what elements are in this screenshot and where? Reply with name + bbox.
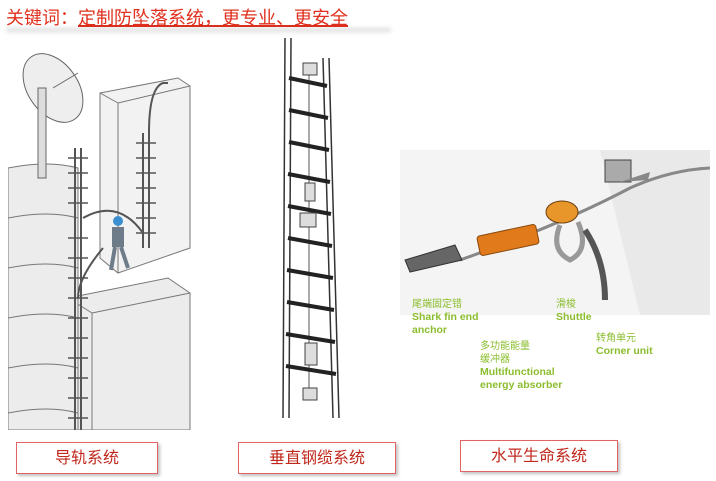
callout-end-anchor: 尾端固定错 Shark fin end anchor xyxy=(412,299,479,336)
rail-system-drawing xyxy=(7,53,191,431)
header-shadow xyxy=(6,28,391,34)
caption-vertical-cable-system: 垂直钢缆系统 xyxy=(238,442,396,474)
horizontal-lifeline-drawing xyxy=(400,150,711,315)
caption-horizontal-lifeline-system: 水平生命系统 xyxy=(460,440,618,472)
callout-corner-unit: 转角单元 Corner unit xyxy=(596,333,653,357)
worker-figure xyxy=(109,216,130,271)
vertical-cable-drawing xyxy=(282,37,340,419)
energy-absorber xyxy=(476,224,540,256)
callout-shuttle: 滑梭 Shuttle xyxy=(556,299,592,323)
caption-rail-system: 导轨系统 xyxy=(16,442,158,474)
keyword-value: 定制防坠落系统，更专业、更安全 xyxy=(78,8,348,29)
vertical-cable-illustration xyxy=(275,37,345,419)
page-header: 关键词：定制防坠落系统，更专业、更安全 xyxy=(6,4,348,34)
horizontal-lifeline-illustration xyxy=(400,150,711,315)
callout-energy-absorber: 多功能能量 缓冲器 Multifunctional energy absorbe… xyxy=(480,341,563,391)
keyword-label: 关键词： xyxy=(6,8,78,29)
rail-system-illustration xyxy=(7,38,198,431)
